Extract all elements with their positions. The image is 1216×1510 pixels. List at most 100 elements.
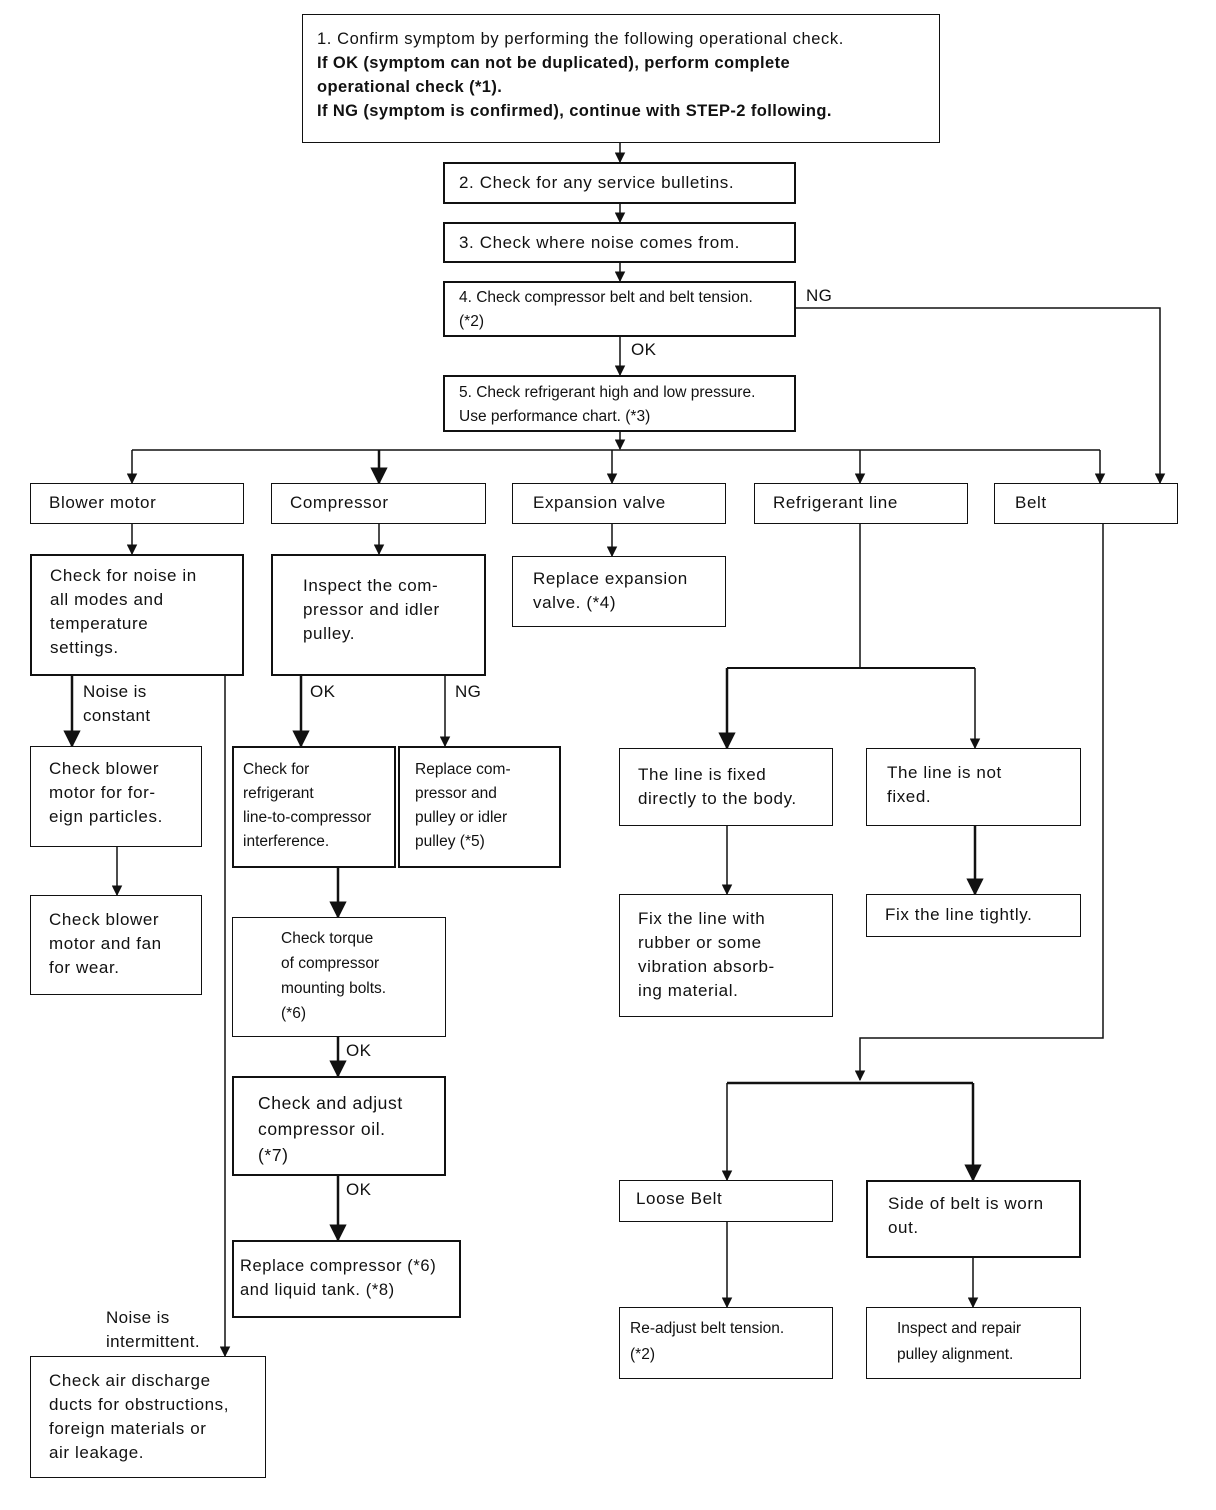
expansion-replace-line: Replace expansion [533,569,688,588]
blower-check-noise-line: Check for noise in [50,566,197,585]
step-3-text: 3. Check where noise comes from. [459,233,740,252]
compressor-ok-label: OK [310,682,336,701]
belt-worn-box: Side of belt is worn out. [866,1180,1081,1258]
step-2-box: 2. Check for any service bulletins. [443,162,796,204]
compressor-check-interference-line: Check for [243,761,310,778]
compressor-check-torque-box: Check torque of compressor mounting bolt… [232,917,446,1037]
belt-inspect-pulley-line: pulley alignment. [897,1346,1014,1363]
step-3-box: 3. Check where noise comes from. [443,222,796,263]
step-4-ng-label: NG [806,286,833,305]
blower-check-particles-line: eign particles. [49,807,163,826]
category-refrigerant-line: Refrigerant line [754,483,968,524]
refrigerant-fix-rubber-line: rubber or some [638,933,762,952]
blower-check-ducts-line: ducts for obstructions, [49,1395,230,1414]
refrigerant-fix-rubber-box: Fix the line with rubber or some vibrati… [619,894,833,1017]
blower-check-noise-line: settings. [50,638,119,657]
step-4-ok-label: OK [631,340,657,359]
refrigerant-not-fixed-line: fixed. [887,787,932,806]
noise-intermittent-line: Noise is [106,1308,170,1327]
compressor-check-interference-line: line-to-compressor [243,809,372,826]
category-refrigerant-line-label: Refrigerant line [773,493,898,512]
expansion-replace-line: valve. (*4) [533,593,617,612]
compressor-replace-pulley-line: pulley or idler [415,809,508,826]
belt-readjust-box: Re-adjust belt tension. (*2) [619,1307,833,1379]
noise-intermittent-line: intermittent. [106,1332,201,1351]
step-5-text: 5. Check refrigerant high and low pressu… [459,384,756,401]
refrigerant-fix-rubber-line: ing material. [638,981,739,1000]
compressor-ng-label: NG [455,682,482,701]
compressor-replace-pulley-line: pressor and [415,785,497,802]
blower-check-wear-line: motor and fan [49,934,162,953]
category-compressor: Compressor [271,483,486,524]
category-expansion-valve-label: Expansion valve [533,493,666,512]
noise-constant-label: Noise is constant [83,680,150,728]
refrigerant-fixed-line: directly to the body. [638,789,797,808]
blower-check-noise-line: temperature [50,614,149,633]
step-5-box: 5. Check refrigerant high and low pressu… [443,375,796,432]
compressor-check-interference-line: refrigerant [243,785,314,802]
compressor-inspect-line: pulley. [303,624,356,643]
blower-check-noise-line: all modes and [50,590,164,609]
category-blower-motor: Blower motor [30,483,244,524]
refrigerant-fix-tight-line: Fix the line tightly. [885,905,1033,924]
step-5-text-cont: Use performance chart. (*3) [459,408,651,425]
refrigerant-fix-rubber-line: vibration absorb- [638,957,775,976]
category-expansion-valve: Expansion valve [512,483,726,524]
belt-loose-box: Loose Belt [619,1180,833,1222]
refrigerant-fix-rubber-line: Fix the line with [638,909,766,928]
compressor-replace-tank-box: Replace compressor (*6) and liquid tank.… [232,1240,461,1318]
category-blower-motor-label: Blower motor [49,493,157,512]
compressor-replace-pulley-line: pulley (*5) [415,833,485,850]
compressor-check-torque-line: of compressor [281,955,380,972]
blower-check-particles-line: motor for for- [49,783,156,802]
torque-ok-label: OK [346,1041,372,1060]
compressor-check-interference-box: Check for refrigerant line-to-compressor… [232,746,396,868]
compressor-check-oil-line: Check and adjust [258,1093,403,1113]
step-2-text: 2. Check for any service bulletins. [459,173,735,192]
compressor-check-oil-box: Check and adjust compressor oil. (*7) [232,1076,446,1176]
belt-worn-line: out. [888,1218,919,1237]
refrigerant-fix-tight-box: Fix the line tightly. [866,894,1081,937]
blower-check-ducts-box: Check air discharge ducts for obstructio… [30,1356,266,1478]
compressor-check-interference-line: interference. [243,833,330,850]
category-belt: Belt [994,483,1178,524]
blower-check-ducts-line: Check air discharge [49,1371,211,1390]
compressor-replace-pulley-line: Replace com- [415,761,511,778]
blower-check-particles-line: Check blower [49,759,160,778]
compressor-check-torque-line: (*6) [281,1005,306,1022]
blower-check-wear-line: Check blower [49,910,160,929]
belt-loose-line: Loose Belt [636,1189,723,1208]
step-4-ref: (*2) [459,313,484,330]
refrigerant-not-fixed-line: The line is not [887,763,1002,782]
noise-intermittent-label: Noise is intermittent. [106,1306,200,1354]
category-compressor-label: Compressor [290,493,389,512]
compressor-replace-pulley-box: Replace com- pressor and pulley or idler… [398,746,561,868]
blower-check-particles-box: Check blower motor for for- eign particl… [30,746,202,847]
blower-check-noise-box: Check for noise in all modes and tempera… [30,554,244,676]
belt-inspect-pulley-line: Inspect and repair [897,1320,1022,1337]
blower-check-wear-box: Check blower motor and fan for wear. [30,895,202,995]
step-4-text: 4. Check compressor belt and belt tensio… [459,289,753,306]
refrigerant-not-fixed-box: The line is not fixed. [866,748,1081,826]
compressor-replace-tank-line: and liquid tank. (*8) [240,1281,395,1299]
compressor-inspect-box: Inspect the com- pressor and idler pulle… [271,554,486,676]
compressor-replace-tank-line: Replace compressor (*6) [240,1257,437,1275]
compressor-inspect-line: pressor and idler [303,600,440,619]
refrigerant-fixed-box: The line is fixed directly to the body. [619,748,833,826]
category-belt-label: Belt [1015,493,1047,512]
compressor-check-torque-line: mounting bolts. [281,980,387,997]
compressor-check-oil-line: (*7) [258,1145,289,1165]
expansion-replace-box: Replace expansion valve. (*4) [512,556,726,627]
belt-readjust-line: (*2) [630,1346,655,1363]
step-1-ok-text-cont: operational check (*1). [317,78,503,96]
oil-ok-label: OK [346,1180,372,1199]
step-1-ng-text: If NG (symptom is confirmed), continue w… [317,102,832,120]
compressor-check-oil-line: compressor oil. [258,1119,386,1139]
compressor-check-torque-line: Check torque [281,930,374,947]
belt-inspect-pulley-box: Inspect and repair pulley alignment. [866,1307,1081,1379]
refrigerant-fixed-line: The line is fixed [638,765,767,784]
step-1-ok-text: If OK (symptom can not be duplicated), p… [317,54,791,72]
noise-constant-line: Noise is [83,682,147,701]
